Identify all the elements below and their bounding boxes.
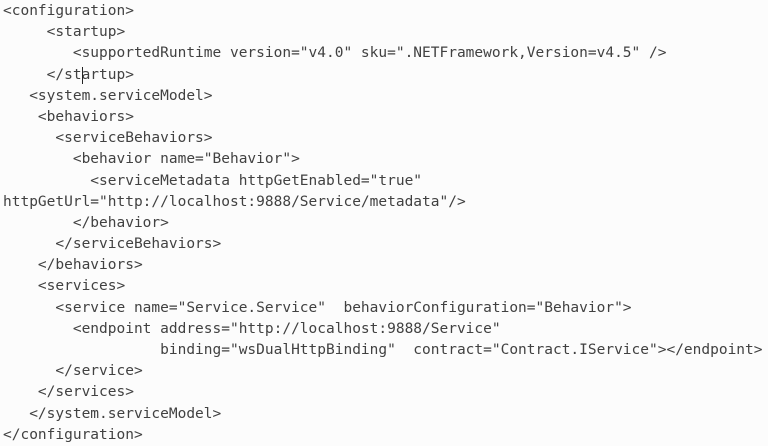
code-line[interactable]: </serviceBehaviors> [3, 236, 222, 253]
code-line[interactable]: <configuration> [3, 3, 134, 19]
code-line[interactable]: </startup> [3, 66, 134, 84]
code-line[interactable]: </behavior> [3, 214, 169, 231]
code-line[interactable]: </service> [3, 363, 143, 380]
code-line[interactable]: </configuration> [3, 426, 143, 443]
code-line[interactable]: <behavior name="Behavior"> [3, 151, 300, 168]
code-line[interactable]: <behaviors> [3, 108, 134, 125]
code-line[interactable]: <serviceMetadata httpGetEnabled="true" [3, 172, 423, 189]
code-line[interactable]: <system.serviceModel> [3, 87, 213, 104]
code-line[interactable]: httpGetUrl="http://localhost:9888/Servic… [3, 193, 466, 210]
code-line[interactable]: binding="wsDualHttpBinding" contract="Co… [3, 342, 763, 358]
code-line[interactable]: <serviceBehaviors> [3, 130, 213, 147]
code-line[interactable]: <startup> [3, 24, 126, 41]
code-line[interactable]: </system.serviceModel> [3, 405, 222, 422]
code-line[interactable]: <services> [3, 278, 126, 295]
text-caret [81, 66, 84, 84]
code-line[interactable]: <service name="Service.Service" behavior… [3, 299, 632, 316]
code-line[interactable]: <supportedRuntime version="v4.0" sku=".N… [3, 45, 667, 62]
code-line[interactable]: </services> [3, 384, 134, 401]
code-line[interactable]: </behaviors> [3, 257, 143, 274]
code-line[interactable]: <endpoint address="http://localhost:9888… [3, 320, 501, 337]
